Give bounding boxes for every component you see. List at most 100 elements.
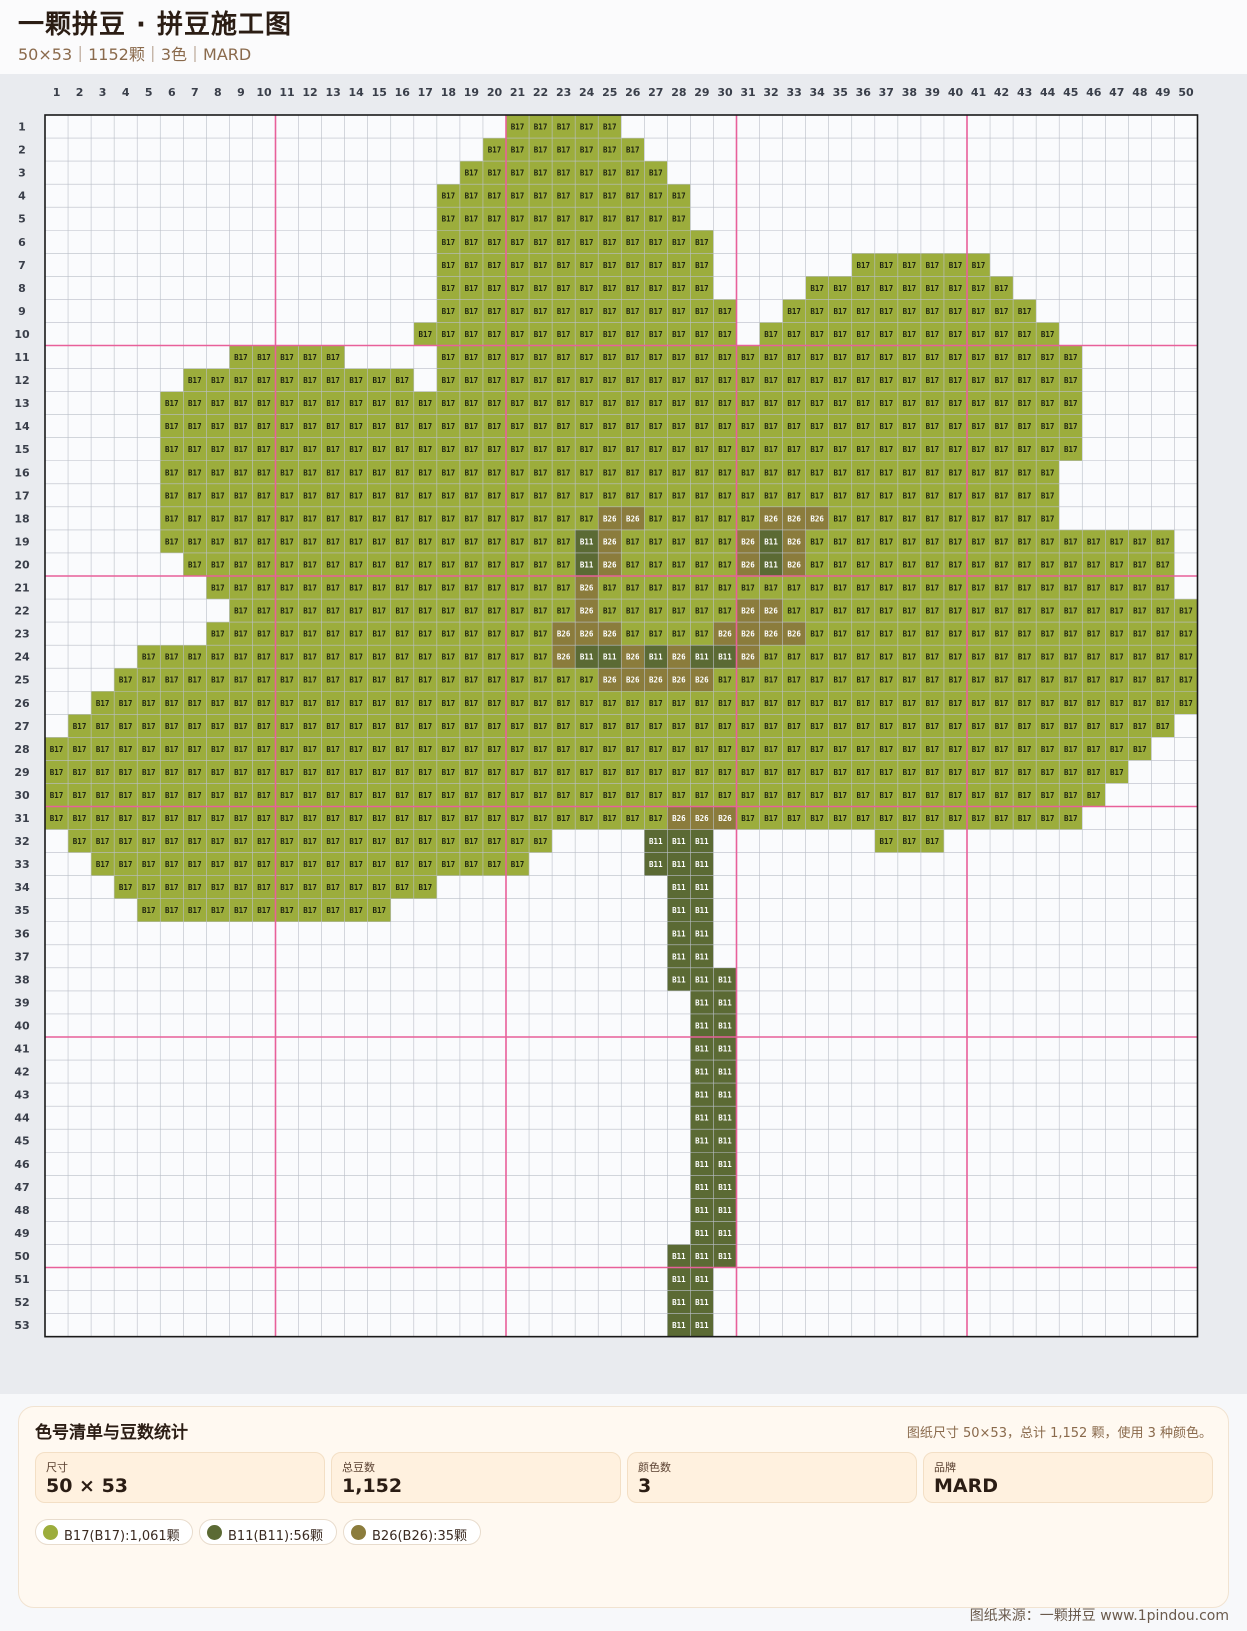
bead-cell (552, 645, 576, 669)
bead-cell (920, 576, 944, 600)
bead-code: B17 (672, 491, 686, 500)
bead-code: B17 (211, 468, 225, 477)
bead-code: B17 (972, 584, 986, 593)
bead-cell (759, 506, 783, 530)
bead-cell (967, 391, 991, 415)
column-number: 32 (763, 86, 778, 99)
bead-cell (990, 460, 1014, 484)
bead-cell (782, 576, 806, 600)
bead-cell (459, 760, 483, 784)
bead-cell (644, 161, 668, 185)
bead-cell (459, 322, 483, 346)
bead-code: B17 (557, 491, 571, 500)
bead-cell (851, 737, 875, 761)
footer-source[interactable]: 图纸来源：一颗拼豆 www.1pindou.com (969, 1608, 1229, 1624)
bead-code: B17 (764, 422, 778, 431)
bead-cell (667, 714, 691, 738)
bead-cell (943, 345, 967, 369)
bead-cell (252, 622, 276, 646)
color-chip-b11[interactable]: B11(B11):56颗 (199, 1519, 337, 1545)
bead-code: B17 (1018, 514, 1032, 523)
bead-cell (990, 529, 1014, 553)
bead-code: B17 (672, 399, 686, 408)
bead-cell (482, 322, 506, 346)
bead-cell (275, 898, 299, 922)
bead-cell (851, 437, 875, 461)
bead-cell (206, 483, 230, 507)
bead-cell (736, 645, 760, 669)
bead-cell (390, 414, 414, 438)
bead-code: B17 (764, 376, 778, 385)
bead-cell (529, 437, 553, 461)
color-chip-b17[interactable]: B17(B17):1,061颗 (35, 1519, 193, 1545)
bead-cell (828, 645, 852, 669)
bead-code: B17 (280, 491, 294, 500)
bead-cell (575, 184, 599, 208)
bead-code: B17 (534, 491, 548, 500)
bead-code: B17 (419, 883, 433, 892)
bead-cell (851, 645, 875, 669)
bead-code: B17 (857, 330, 871, 339)
bead-cell (252, 506, 276, 530)
bead-code: B17 (580, 307, 594, 316)
bead-cell (713, 599, 737, 623)
bead-code: B17 (1041, 468, 1055, 477)
bead-cell (160, 483, 184, 507)
bead-cell (552, 184, 576, 208)
bead-cell (137, 714, 161, 738)
bead-code: B11 (695, 975, 709, 984)
bead-code: B17 (73, 768, 87, 777)
bead-cell (621, 806, 645, 830)
bead-code: B17 (949, 768, 963, 777)
bead-cell (667, 1267, 691, 1291)
bead-code: B17 (349, 860, 363, 869)
bead-code: B17 (442, 699, 456, 708)
bead-code: B17 (211, 584, 225, 593)
bead-code: B17 (672, 261, 686, 270)
bead-cell (575, 230, 599, 254)
bead-code: B17 (949, 399, 963, 408)
bead-cell (621, 783, 645, 807)
bead-code: B17 (557, 699, 571, 708)
bead-code: B11 (672, 975, 686, 984)
bead-code: B17 (1018, 399, 1032, 408)
bead-cell (667, 806, 691, 830)
bead-code: B17 (465, 192, 479, 201)
bead-code: B17 (695, 353, 709, 362)
bead-code: B17 (1064, 422, 1078, 431)
bead-cell (344, 460, 368, 484)
bead-code: B17 (672, 514, 686, 523)
bead-cell (252, 345, 276, 369)
bead-code: B11 (695, 998, 709, 1007)
bead-code: B17 (741, 676, 755, 685)
bead-code: B17 (557, 192, 571, 201)
bead-code: B17 (857, 653, 871, 662)
bead-code: B17 (557, 607, 571, 616)
bead-code: B17 (1041, 676, 1055, 685)
bead-cell (874, 760, 898, 784)
bead-cell (459, 161, 483, 185)
bead-code: B17 (672, 560, 686, 569)
bead-cell (713, 714, 737, 738)
color-chip-b26[interactable]: B26(B26):35颗 (343, 1519, 481, 1545)
bead-cell (713, 368, 737, 392)
bead-cell (160, 437, 184, 461)
bead-cell (575, 483, 599, 507)
bead-code: B26 (626, 653, 640, 662)
bead-cell (529, 760, 553, 784)
column-number: 40 (948, 86, 964, 99)
bead-cell (160, 875, 184, 899)
bead-code: B17 (211, 722, 225, 731)
bead-code: B17 (672, 745, 686, 754)
bead-cell (667, 207, 691, 231)
bead-cell (805, 322, 829, 346)
bead-cell (506, 691, 530, 715)
bead-code: B17 (972, 607, 986, 616)
bead-cell (529, 230, 553, 254)
bead-code: B17 (857, 353, 871, 362)
bead-code: B26 (580, 607, 594, 616)
bead-cell (874, 599, 898, 623)
bead-code: B17 (1018, 468, 1032, 477)
bead-code: B17 (73, 722, 87, 731)
